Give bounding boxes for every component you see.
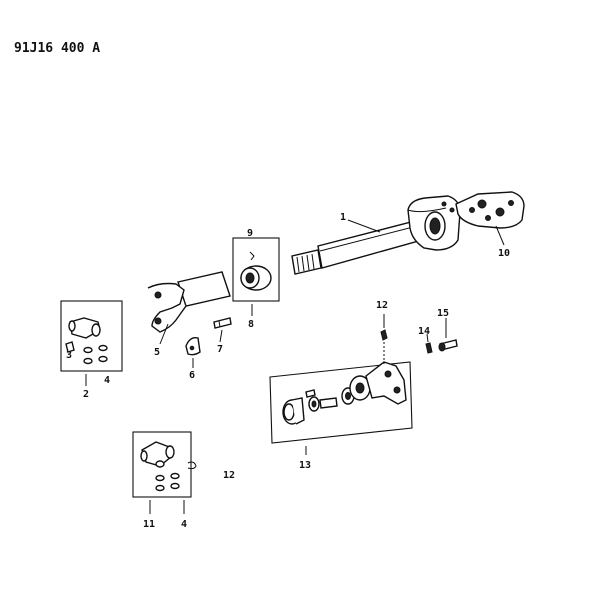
leader-1 — [347, 219, 381, 233]
axle-shaft-assembly — [291, 191, 525, 275]
u-joint-snap-rings-2 — [155, 472, 180, 492]
callout-8: 8 — [248, 319, 254, 330]
callout-11: 11 — [143, 519, 155, 530]
callout-5: 5 — [154, 347, 160, 358]
callout-9: 9 — [247, 228, 253, 239]
stub-shaft-yoke — [349, 361, 407, 405]
stub-shaft-seal — [282, 397, 305, 425]
diagram-code: 91J16 400 A — [14, 41, 100, 56]
retaining-clip — [187, 461, 197, 470]
callout-3: 3 — [66, 350, 72, 361]
grease-fitting — [380, 329, 388, 341]
callout-12b: 12 — [223, 470, 235, 481]
seal-clip — [249, 251, 255, 261]
u-joint-kit-box-2 — [132, 431, 192, 498]
u-joint-bearing-cap — [65, 341, 75, 353]
u-joint-cross-2 — [140, 441, 175, 468]
callout-6: 6 — [189, 370, 195, 381]
inner-axle-shaft — [147, 271, 231, 333]
callout-14: 14 — [418, 326, 430, 337]
leader-14 — [426, 333, 429, 343]
callout-1: 1 — [340, 212, 346, 223]
bolt — [213, 317, 232, 329]
seal-box — [232, 237, 280, 302]
callout-10: 10 — [498, 248, 510, 259]
callout-12a: 12 — [376, 300, 388, 311]
leader-10 — [495, 225, 505, 246]
stub-shaft-bearing — [305, 389, 338, 412]
leader-5 — [159, 323, 169, 345]
leader-7 — [219, 329, 223, 343]
u-joint-snap-rings — [83, 344, 108, 365]
callout-2: 2 — [83, 389, 89, 400]
stub-shaft-box — [269, 361, 413, 444]
callout-13: 13 — [299, 460, 311, 471]
callout-7: 7 — [217, 344, 223, 355]
u-joint-kit-box — [60, 300, 123, 372]
axle-seal — [240, 265, 272, 291]
long-bolt — [438, 339, 458, 352]
callout-4b: 4 — [181, 519, 187, 530]
u-joint-cross — [68, 317, 101, 339]
pin — [425, 342, 433, 354]
callout-4a: 4 — [104, 375, 110, 386]
callout-15: 15 — [437, 308, 449, 319]
u-bolt-strap — [185, 336, 201, 356]
